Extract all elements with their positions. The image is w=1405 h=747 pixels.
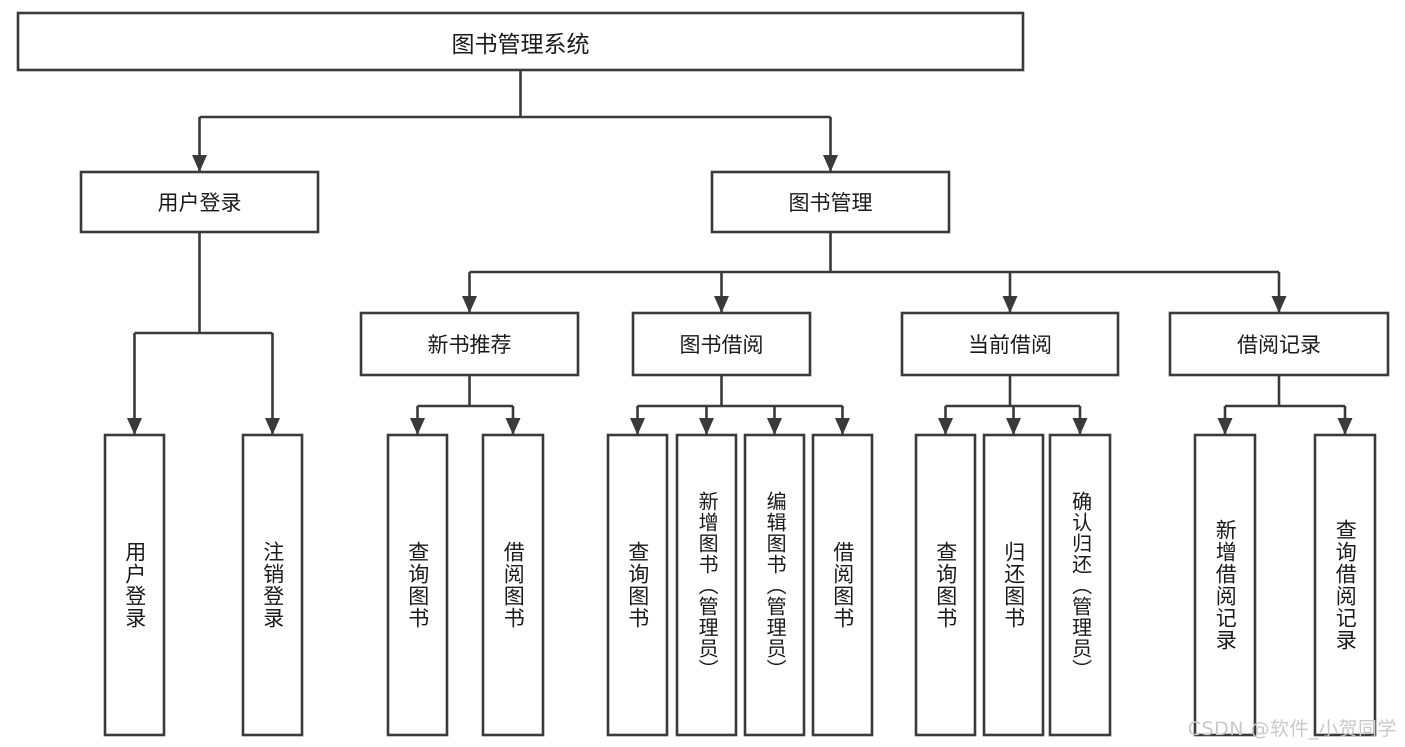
arrow-head-icon [127,418,142,435]
node-box-book-management[interactable] [710,170,951,234]
node-user-logout[interactable] [243,435,302,735]
arrow-head-icon [192,155,207,172]
node-add-book[interactable] [677,435,736,735]
node-borrow-book-2[interactable] [813,435,872,735]
node-return-book[interactable] [984,435,1043,735]
node-new-book-recommend[interactable] [361,313,578,375]
node-box-add-book[interactable] [675,433,738,737]
node-box-root[interactable] [16,11,1025,72]
node-user-login-do[interactable] [105,435,164,735]
connector-layer [127,70,1353,435]
node-user-login[interactable] [81,172,318,232]
arrow-head-icon [265,418,280,435]
arrow-head-icon [1006,418,1021,435]
node-box-user-login-do[interactable] [103,433,166,737]
node-edit-book[interactable] [745,435,804,735]
node-add-borrow-record[interactable] [1195,435,1255,735]
arrow-head-icon [699,418,714,435]
arrow-head-icon [1072,418,1088,435]
node-box-borrow-book-1[interactable] [481,433,545,737]
node-box-query-borrow-record[interactable] [1313,433,1377,737]
node-root[interactable] [18,13,1023,70]
node-box-add-borrow-record[interactable] [1193,433,1257,737]
arrow-head-icon [767,418,782,435]
arrow-head-icon [1217,418,1233,435]
arrow-head-icon [938,418,953,435]
node-box-user-login[interactable] [79,170,320,234]
node-current-borrow[interactable] [902,313,1118,375]
node-box-return-book[interactable] [982,433,1045,737]
node-box-query-book-1[interactable] [386,433,449,737]
node-borrow-book-1[interactable] [483,435,543,735]
box-layer [16,11,1390,737]
node-box-borrow-record[interactable] [1168,311,1390,377]
arrow-head-icon [505,418,521,435]
node-book-management[interactable] [712,172,949,232]
arrow-head-icon [823,155,838,172]
node-box-user-logout[interactable] [241,433,304,737]
node-borrow-record[interactable] [1170,313,1388,375]
node-query-book-1[interactable] [388,435,447,735]
arrow-head-icon [1337,418,1353,435]
arrow-head-icon [714,296,729,313]
node-query-book-3[interactable] [916,435,975,735]
node-box-query-book-2[interactable] [606,433,669,737]
node-confirm-return[interactable] [1050,435,1110,735]
arrow-head-icon [1002,296,1018,313]
node-box-confirm-return[interactable] [1048,433,1112,737]
node-box-new-book-recommend[interactable] [359,311,580,377]
arrow-head-icon [462,296,477,313]
arrow-head-icon [410,418,425,435]
node-box-current-borrow[interactable] [900,311,1120,377]
arrow-head-icon [1271,296,1287,313]
node-query-borrow-record[interactable] [1315,435,1375,735]
node-book-borrow[interactable] [633,313,810,375]
arrow-head-icon [835,418,850,435]
node-box-borrow-book-2[interactable] [811,433,874,737]
node-box-query-book-3[interactable] [914,433,977,737]
arrow-head-icon [630,418,645,435]
node-box-edit-book[interactable] [743,433,806,737]
node-box-book-borrow[interactable] [631,311,812,377]
node-query-book-2[interactable] [608,435,667,735]
